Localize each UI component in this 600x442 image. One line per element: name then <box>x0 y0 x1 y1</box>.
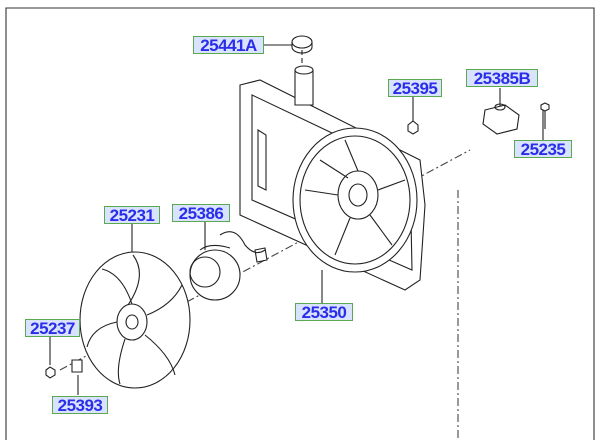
motor-part <box>189 231 268 301</box>
part-label-25441A[interactable]: 25441A <box>193 36 264 55</box>
clip-part <box>71 359 83 373</box>
part-label-25231[interactable]: 25231 <box>104 206 160 225</box>
part-label-25385B[interactable]: 25385B <box>466 69 538 88</box>
part-label-25393[interactable]: 25393 <box>52 396 108 415</box>
part-label-25386[interactable]: 25386 <box>172 204 230 223</box>
part-label-25350[interactable]: 25350 <box>295 303 353 322</box>
nut-part <box>407 120 419 135</box>
bolt-part <box>540 102 550 129</box>
part-label-25235[interactable]: 25235 <box>514 140 572 159</box>
part-label-25395[interactable]: 25395 <box>388 79 442 98</box>
fan-nut-part <box>45 366 56 379</box>
shroud-part <box>239 65 426 291</box>
resistor-part <box>482 103 520 135</box>
diagram-frame <box>5 7 595 440</box>
fan-part <box>79 251 191 389</box>
part-label-25237[interactable]: 25237 <box>25 319 80 338</box>
cap-part <box>291 35 313 54</box>
